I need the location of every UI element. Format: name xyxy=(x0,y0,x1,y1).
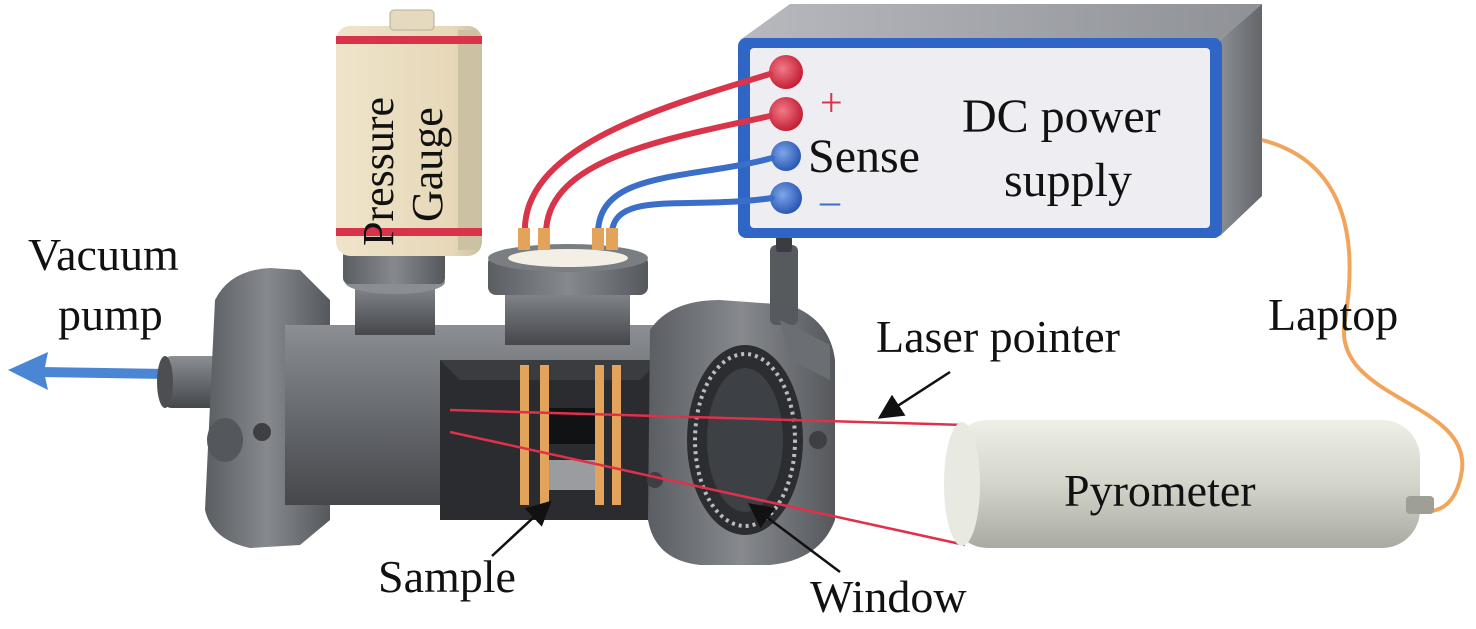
laptop-label: Laptop xyxy=(1268,289,1398,340)
pressure-gauge: Pressure Gauge xyxy=(336,9,482,256)
laser-pointer-arrow xyxy=(877,370,951,419)
laptop-cable xyxy=(1261,138,1465,514)
sample-arrow xyxy=(491,500,552,557)
laser-beams xyxy=(449,408,966,547)
pyrometer-label: Pyrometer xyxy=(1064,465,1256,516)
sense-label: Sense xyxy=(808,130,920,183)
dc-power-label-line1: DC power xyxy=(962,90,1161,143)
plus-terminal-top xyxy=(769,55,803,89)
dc-power-label-line2: supply xyxy=(1004,154,1132,207)
window-arrow xyxy=(748,503,841,573)
vacuum-chamber xyxy=(157,236,835,565)
vacuum-pump-label-line1: Vacuum xyxy=(28,229,179,280)
laser-pointer-label: Laser pointer xyxy=(876,311,1120,362)
vacuum-pump-label-line2: pump xyxy=(58,289,163,340)
sample-label: Sample xyxy=(378,551,516,602)
pyrometer: Pyrometer xyxy=(944,420,1434,548)
power-wires xyxy=(518,71,775,250)
sense-terminal xyxy=(771,141,801,171)
plus-terminal xyxy=(769,97,803,131)
dc-power-supply: + Sense – DC power supply xyxy=(738,4,1262,238)
pressure-gauge-label-line1: Pressure xyxy=(354,97,403,246)
minus-label: – xyxy=(819,178,841,223)
pressure-gauge-label-line2: Gauge xyxy=(403,107,452,222)
vacuum-pump-arrow xyxy=(8,352,175,390)
minus-terminal xyxy=(770,182,802,214)
window-label: Window xyxy=(810,571,967,622)
plus-label: + xyxy=(820,80,843,125)
